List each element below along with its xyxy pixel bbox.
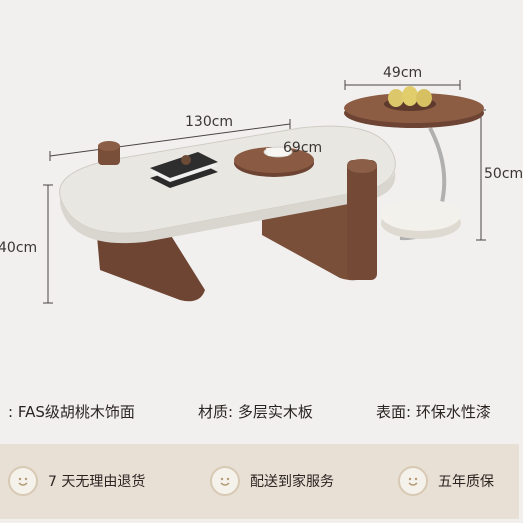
tabletop-edge [60,165,396,244]
smile-icon [398,466,428,496]
warranty-badge: 五年质保 [398,456,494,506]
table-height-label: 40cm [0,240,38,256]
spec-finish: : FAS级胡桃木饰面 [8,403,135,421]
smile-icon [210,466,240,496]
side-width-label: 49cm [383,65,423,81]
delivery-label: 配送到家服务 [250,474,334,490]
length-dimension-line [49,123,291,157]
side-height-label: 50cm [484,166,523,182]
books-stack [150,152,218,188]
return-label: 7 天无理由退货 [48,474,146,490]
return-badge: 7 天无理由退货 [8,456,145,506]
walnut-post-right [347,160,377,280]
pears [388,86,432,107]
spec-line: : FAS级胡桃木饰面 材质: 多层实木板 表面: 环保水性漆 [0,394,519,426]
spec-material: 材质: 多层实木板 [198,403,313,421]
tabletop [59,125,396,234]
spec-surface: 表面: 环保水性漆 [376,403,491,421]
tray-label: 69cm [283,140,323,156]
rear-leg [262,195,370,281]
delivery-badge: 配送到家服务 [210,456,334,506]
length-label: 130cm [185,114,234,130]
smile-icon [8,466,38,496]
guarantee-bar: 7 天无理由退货 配送到家服务 五年质保 [0,444,519,519]
warranty-label: 五年质保 [438,474,494,490]
